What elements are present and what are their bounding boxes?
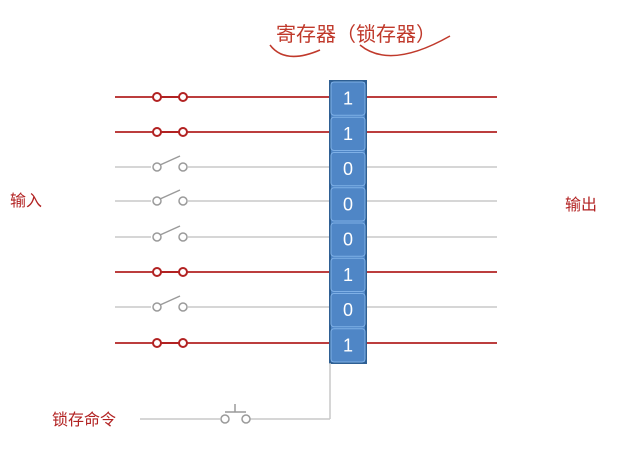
diagram-title: 寄存器（锁存器）	[276, 23, 436, 46]
register-bit-value: 0	[343, 230, 353, 250]
switch-terminal-right	[178, 127, 188, 137]
register-cell	[330, 116, 366, 151]
register-cell	[330, 257, 366, 292]
output-label: 输出	[565, 196, 597, 214]
switch-terminal-right	[178, 92, 188, 102]
control-switch-terminal-right	[241, 414, 251, 424]
title-underline-left	[269, 44, 321, 58]
switch-terminal-right	[178, 338, 188, 348]
title-underline-right	[359, 35, 451, 57]
register-cell	[330, 293, 366, 328]
switch-open	[159, 295, 181, 306]
switch-terminal-right	[178, 302, 188, 312]
register-bit-value: 1	[343, 124, 353, 144]
register-bit-value: 1	[343, 265, 353, 285]
bit-rows	[115, 92, 497, 348]
register-bit-value: 0	[343, 159, 353, 179]
switch-terminal-left	[152, 232, 162, 242]
switch-open	[159, 225, 181, 236]
switch-terminal-left	[152, 162, 162, 172]
switch-open	[159, 189, 181, 200]
register-cell	[330, 328, 366, 363]
register-bit-value: 1	[343, 335, 353, 355]
switch-terminal-left	[152, 196, 162, 206]
switch-terminal-left	[152, 267, 162, 277]
control-switch-terminal-left	[220, 414, 230, 424]
switch-terminal-left	[152, 302, 162, 312]
switch-terminal-right	[178, 162, 188, 172]
switch-terminal-left	[152, 127, 162, 137]
register-cell	[330, 152, 366, 187]
register-cells: 1 1 0 0 0 1 0 1	[330, 81, 366, 363]
register-bit-value: 1	[343, 89, 353, 109]
switch-terminal-right	[178, 196, 188, 206]
register-bit-value: 0	[343, 300, 353, 320]
register-bit-value: 0	[343, 194, 353, 214]
switch-terminal-right	[178, 267, 188, 277]
switch-terminal-left	[152, 338, 162, 348]
register-cell	[330, 222, 366, 257]
register-cell	[330, 81, 366, 116]
register-cell	[330, 187, 366, 222]
switch-terminal-left	[152, 92, 162, 102]
switch-terminal-right	[178, 232, 188, 242]
input-label: 输入	[10, 192, 42, 210]
latch-command-label: 锁存命令	[52, 411, 116, 429]
switch-open	[159, 155, 181, 166]
